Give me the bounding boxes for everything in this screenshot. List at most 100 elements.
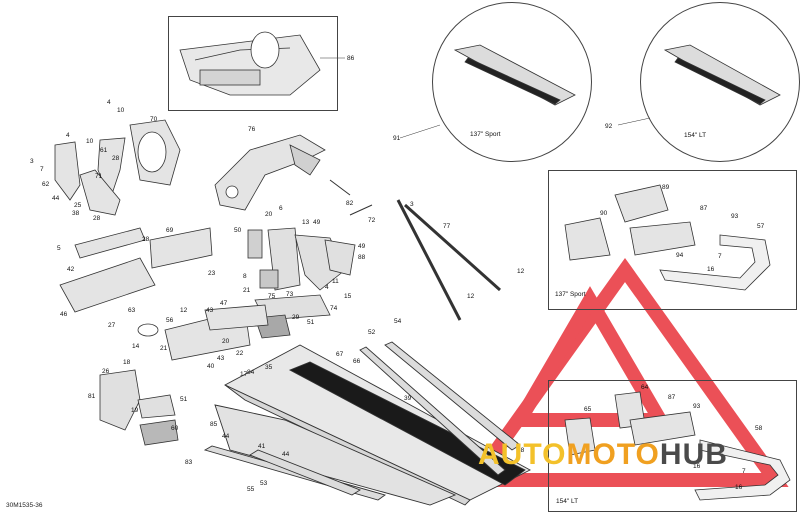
panels: [59, 227, 269, 361]
watermark-brand: AUTOMOTOHUB: [478, 438, 728, 472]
inset-box-front-frame: [168, 16, 338, 111]
callout-94: 94: [676, 252, 684, 259]
callout-7: 7: [718, 253, 722, 260]
callout-12: 12: [467, 293, 475, 300]
callout-89: 89: [662, 184, 670, 191]
callout-29: 29: [292, 314, 300, 321]
caption-sport-side: 137" Sport: [555, 291, 586, 298]
callout-68: 68: [517, 447, 525, 454]
inset-box-rear-137: [548, 170, 797, 310]
callout-20: 20: [265, 211, 273, 218]
document-reference: 30M1535-36: [6, 502, 43, 509]
callout-73: 73: [286, 291, 294, 298]
callout-93: 93: [693, 403, 701, 410]
callout-54: 54: [394, 318, 402, 325]
callout-23: 23: [208, 270, 216, 277]
callout-63: 63: [128, 307, 136, 314]
callout-61: 61: [100, 147, 108, 154]
callout-19: 19: [131, 407, 139, 414]
callout-4: 4: [325, 284, 329, 291]
upper-column: [214, 134, 326, 211]
callout-21: 21: [243, 287, 251, 294]
callout-92: 92: [605, 123, 613, 130]
callout-86: 86: [347, 55, 355, 62]
callout-28: 28: [142, 236, 150, 243]
callout-14: 14: [132, 343, 140, 350]
callout-67: 67: [336, 351, 344, 358]
callout-16: 16: [707, 266, 715, 273]
callout-47: 47: [220, 300, 228, 307]
callout-6: 6: [279, 205, 283, 212]
callout-85: 85: [210, 421, 218, 428]
callout-13: 13: [302, 219, 310, 226]
callout-17: 17: [240, 371, 248, 378]
callout-21: 21: [160, 345, 168, 352]
callout-62: 62: [42, 181, 50, 188]
callout-58: 58: [755, 425, 763, 432]
callout-88: 88: [358, 254, 366, 261]
caption-sport-top: 137" Sport: [470, 131, 501, 138]
rear-components-137: [564, 184, 771, 291]
callout-84: 84: [247, 369, 255, 376]
callout-53: 53: [260, 480, 268, 487]
callout-26: 26: [102, 368, 110, 375]
callout-77: 77: [443, 223, 451, 230]
callout-55: 55: [247, 486, 255, 493]
callout-60: 60: [171, 425, 179, 432]
callout-labels: 86 91 92 4 10 70 4 10 61 28 3 7 62 44 71…: [30, 55, 765, 493]
callout-11: 11: [332, 278, 339, 285]
callout-64: 64: [641, 384, 649, 391]
inset-box-rear-154: [548, 380, 797, 512]
callout-4: 4: [107, 99, 111, 106]
callout-27: 27: [108, 322, 116, 329]
callout-12: 12: [180, 307, 188, 314]
callout-69: 69: [166, 227, 174, 234]
callout-5: 5: [57, 245, 61, 252]
callout-44: 44: [222, 433, 230, 440]
callout-44: 44: [282, 451, 290, 458]
callout-91: 91: [393, 135, 401, 142]
callout-3: 3: [410, 201, 414, 208]
callout-12: 12: [517, 268, 525, 275]
caption-lt-side: 154" LT: [556, 498, 579, 505]
callout-72: 72: [368, 217, 376, 224]
callout-16: 16: [693, 463, 701, 470]
callout-51: 51: [180, 396, 188, 403]
caption-lt-top: 154" LT: [684, 132, 707, 139]
callout-43: 43: [206, 307, 214, 314]
rails: [203, 341, 521, 501]
watermark-brand-part1: AUTO: [478, 438, 567, 471]
callout-76: 76: [248, 126, 256, 133]
callout-15: 15: [344, 293, 352, 300]
callout-56: 56: [166, 317, 174, 324]
callout-40: 40: [207, 363, 215, 370]
callout-52: 52: [368, 329, 376, 336]
callout-87: 87: [668, 394, 676, 401]
inset-front-frame: [179, 31, 321, 96]
callout-3: 3: [30, 158, 34, 165]
callout-44: 44: [52, 195, 60, 202]
middle-parts: [247, 227, 356, 339]
callout-38: 38: [72, 210, 80, 217]
callout-7: 7: [40, 166, 44, 173]
callout-28: 28: [93, 215, 101, 222]
rods: [329, 179, 502, 321]
callout-16: 16: [735, 484, 743, 491]
rear-components-154: [564, 391, 791, 501]
inset-circle-lt: [640, 2, 800, 162]
callout-51: 51: [307, 319, 315, 326]
callout-50: 50: [234, 227, 242, 234]
callout-66: 66: [353, 358, 361, 365]
callout-7: 7: [742, 468, 746, 475]
callout-65: 65: [584, 406, 592, 413]
callout-71: 71: [95, 173, 103, 180]
watermark-brand-part2: MOTO: [566, 438, 660, 471]
callout-90: 90: [600, 210, 608, 217]
watermark-brand-part3: HUB: [659, 438, 728, 471]
callout-46: 46: [60, 311, 68, 318]
callout-4: 4: [66, 132, 70, 139]
inset-circle-sport: [432, 2, 592, 162]
callout-18: 18: [123, 359, 131, 366]
main-tunnel: [214, 344, 531, 506]
callout-49: 49: [358, 243, 366, 250]
